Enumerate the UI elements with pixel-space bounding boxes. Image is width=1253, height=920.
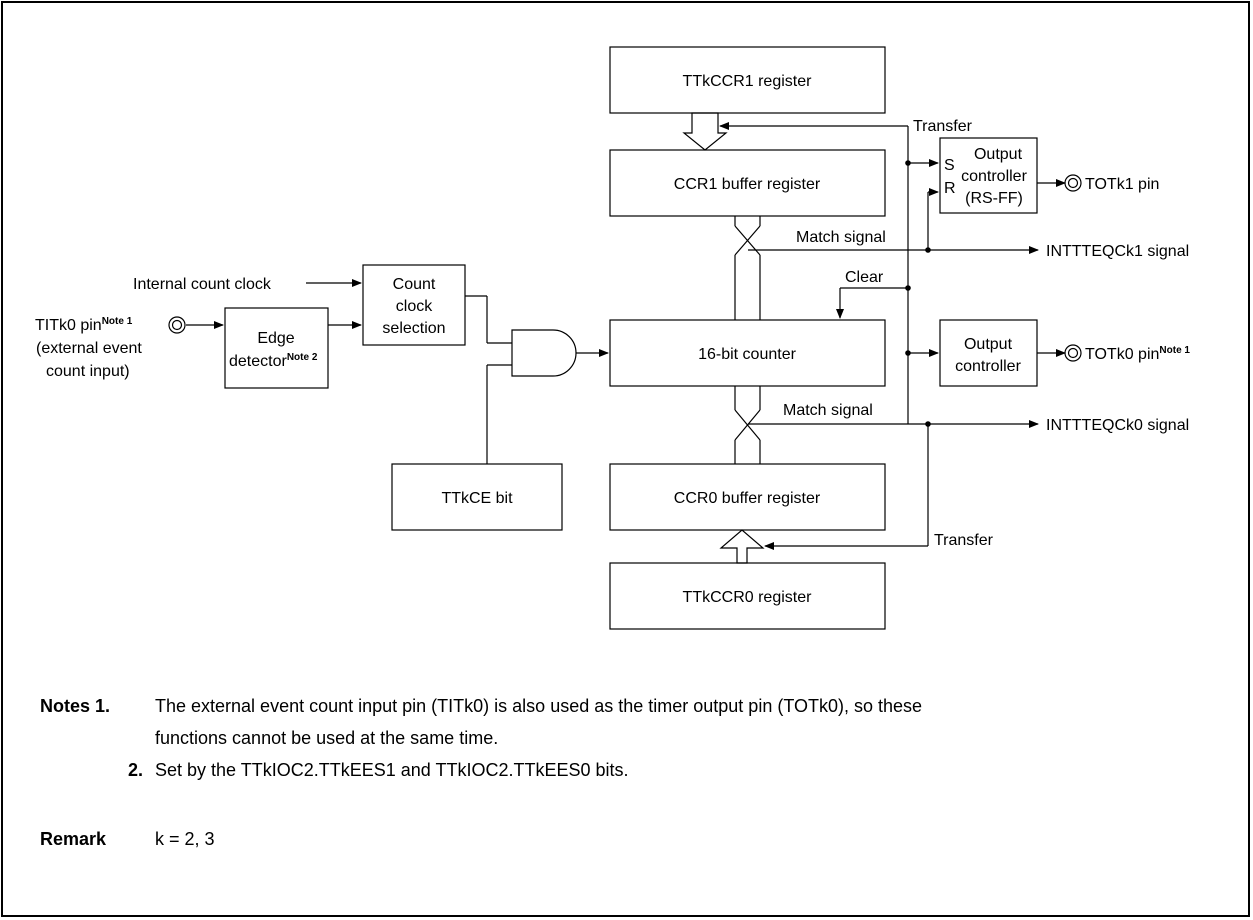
transfer-top-label: Transfer (913, 118, 973, 135)
count-clock-line1: Count (393, 276, 436, 293)
match-signal-top-label: Match signal (796, 229, 886, 246)
totk0-pin-label: TOTk0 pinNote 1 (1085, 345, 1190, 363)
external-event-line2: count input) (46, 363, 130, 380)
intteqck1-label: INTTTEQCk1 signal (1046, 243, 1189, 260)
transfer-arrow-top (682, 112, 728, 151)
counter-box (609, 319, 886, 387)
ccr1-buffer-box (609, 149, 886, 217)
output-controller-rs-line3: (RS-FF) (965, 190, 1023, 207)
edge-detector-line2: detectorNote 2 (229, 352, 318, 370)
count-clock-line3: selection (382, 320, 445, 337)
match-signal-bottom-label: Match signal (783, 402, 873, 419)
external-event-line1: (external event (36, 340, 142, 357)
edge-detector-box (224, 307, 329, 389)
note2-number: 2. (128, 760, 144, 780)
output-controller-rs-line1: Output (974, 146, 1023, 163)
totk0-pin-icon (1064, 344, 1082, 362)
remark-text: k = 2, 3 (155, 829, 215, 849)
counter-label: 16-bit counter (698, 346, 797, 363)
note1-line1: The external event count input pin (TITk… (155, 696, 923, 716)
r-input-label: R (944, 180, 956, 197)
transfer-bottom-label: Transfer (934, 532, 994, 549)
ttkce-bit-box (391, 463, 563, 531)
note2-text: Set by the TTkIOC2.TTkEES1 and TTkIOC2.T… (155, 760, 629, 780)
intteqck0-label: INTTTEQCk0 signal (1046, 417, 1189, 434)
output-controller-line1: Output (964, 336, 1013, 353)
totk1-pin-label: TOTk1 pin (1085, 176, 1159, 193)
count-clock-line2: clock (396, 298, 433, 315)
output-controller-box (939, 319, 1038, 387)
ttkccr1-register-label: TTkCCR1 register (683, 73, 813, 90)
transfer-arrow-bottom (719, 529, 765, 564)
ccr1-buffer-label: CCR1 buffer register (674, 176, 821, 193)
internal-count-clock-label: Internal count clock (133, 276, 272, 293)
output-controller-rs-box (939, 137, 1038, 214)
titk0-pin-label: TITk0 pinNote 1 (35, 316, 133, 334)
ccr0-buffer-box (609, 463, 886, 531)
ccr0-buffer-label: CCR0 buffer register (674, 490, 821, 507)
and-gate (511, 329, 577, 377)
output-controller-rs-line2: controller (961, 168, 1027, 185)
ttkccr0-register-label: TTkCCR0 register (683, 589, 813, 606)
edge-detector-line1: Edge (257, 330, 294, 347)
s-input-label: S (944, 157, 955, 174)
ttkccr1-register-box (609, 46, 886, 114)
totk1-pin-icon (1064, 174, 1082, 192)
note1-line2: functions cannot be used at the same tim… (155, 728, 499, 748)
titk0-pin-icon (168, 316, 186, 334)
output-controller-line2: controller (955, 358, 1021, 375)
notes-heading: Notes 1. (40, 696, 111, 716)
remark-heading: Remark (40, 829, 107, 849)
clear-label: Clear (845, 269, 884, 286)
ttkce-bit-label: TTkCE bit (441, 490, 513, 507)
count-clock-selection-box (362, 264, 466, 346)
